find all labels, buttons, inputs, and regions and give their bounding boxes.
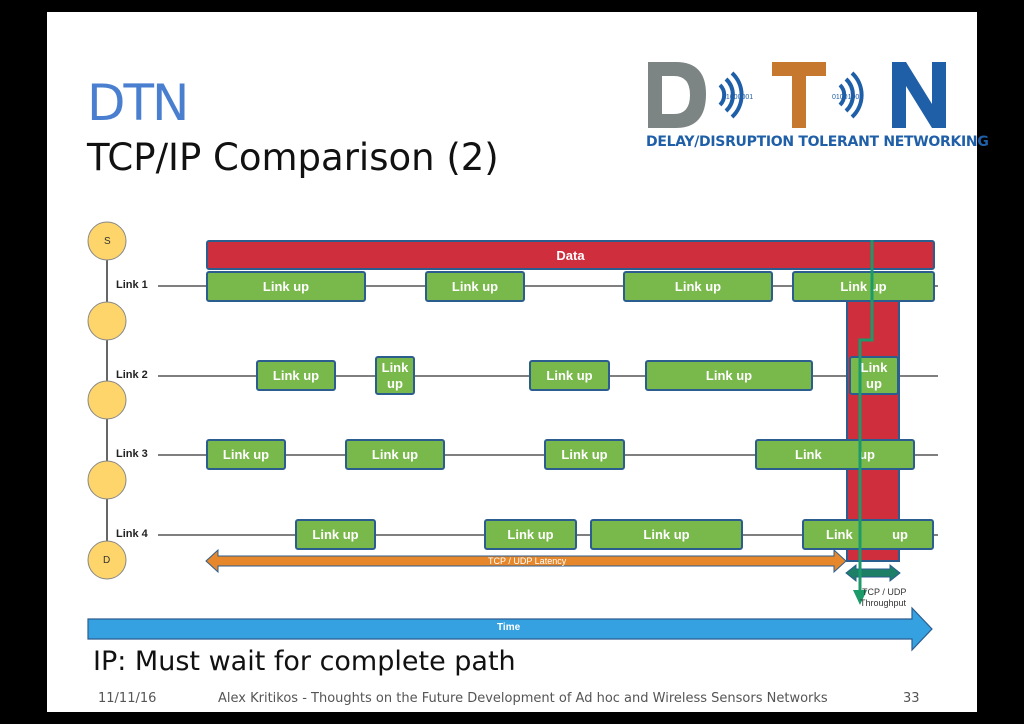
- source-node-label: S: [104, 236, 111, 247]
- link-2-segment: Link up: [645, 360, 813, 391]
- logo-bits-right: 01001000: [832, 94, 863, 101]
- link-1-segment: Link up: [425, 271, 525, 302]
- data-bar: Data: [206, 240, 935, 270]
- link-1-segment: Link up: [792, 271, 935, 302]
- segment-line-1: Link: [860, 359, 888, 375]
- slide-background: [47, 12, 977, 712]
- link-1-segment: Link up: [623, 271, 773, 302]
- logo-bits-left: 01000001: [722, 94, 753, 101]
- throughput-label-line-1: TCP / UDP: [862, 587, 907, 597]
- segment-split-left: Link: [826, 526, 853, 542]
- link-4-label: Link 4: [116, 528, 148, 540]
- data-path-line: [858, 240, 874, 600]
- logo-tagline: DELAY/DISRUPTION TOLERANT NETWORKING: [646, 134, 989, 150]
- time-arrow: [87, 606, 933, 652]
- segment-split-left: Link: [795, 446, 822, 462]
- link-4-segment: Link up: [590, 519, 743, 550]
- link-1-segment: Link up: [206, 271, 366, 302]
- time-label: Time: [497, 622, 521, 633]
- link-2-segment: Link up: [256, 360, 336, 391]
- link-2-segment: Link up: [849, 356, 899, 395]
- link-4-segment: Link up: [484, 519, 577, 550]
- slide-caption: IP: Must wait for complete path: [93, 646, 516, 677]
- link-3-label: Link 3: [116, 448, 148, 460]
- destination-node-label: D: [103, 555, 111, 566]
- segment-line-1: Link: [381, 359, 409, 375]
- throughput-label-line-2: Throughput: [860, 598, 907, 608]
- relay-node-3: [87, 460, 127, 500]
- footer-date: 11/11/16: [98, 691, 157, 706]
- source-node: [87, 221, 127, 261]
- segment-line-2: up: [387, 375, 403, 391]
- relay-node-1: [87, 301, 127, 341]
- link-2-segment: Link up: [375, 356, 415, 395]
- latency-label: TCP / UDP Latency: [488, 556, 567, 566]
- segment-line-2: up: [866, 375, 882, 391]
- footer-page-number: 33: [903, 691, 920, 706]
- segment-split-right: up: [892, 526, 908, 542]
- relay-node-2: [87, 380, 127, 420]
- link-4-segment: Link up: [802, 519, 934, 550]
- link-3-segment: Link up: [544, 439, 625, 470]
- link-3-segment: Link up: [206, 439, 286, 470]
- data-path-column: [846, 300, 900, 562]
- segment-split-right: up: [859, 446, 875, 462]
- destination-node: [87, 540, 127, 580]
- link-1-label: Link 1: [116, 279, 148, 291]
- slide-title: DTN: [87, 74, 189, 132]
- link-3-segment: Link up: [755, 439, 915, 470]
- link-4-segment: Link up: [295, 519, 376, 550]
- path-arrowhead: [853, 590, 867, 605]
- slide-subtitle: TCP/IP Comparison (2): [87, 136, 499, 179]
- footer-text: Alex Kritikos - Thoughts on the Future D…: [218, 691, 828, 706]
- link-2-label: Link 2: [116, 369, 148, 381]
- link-2-segment: Link up: [529, 360, 610, 391]
- link-3-segment: Link up: [345, 439, 445, 470]
